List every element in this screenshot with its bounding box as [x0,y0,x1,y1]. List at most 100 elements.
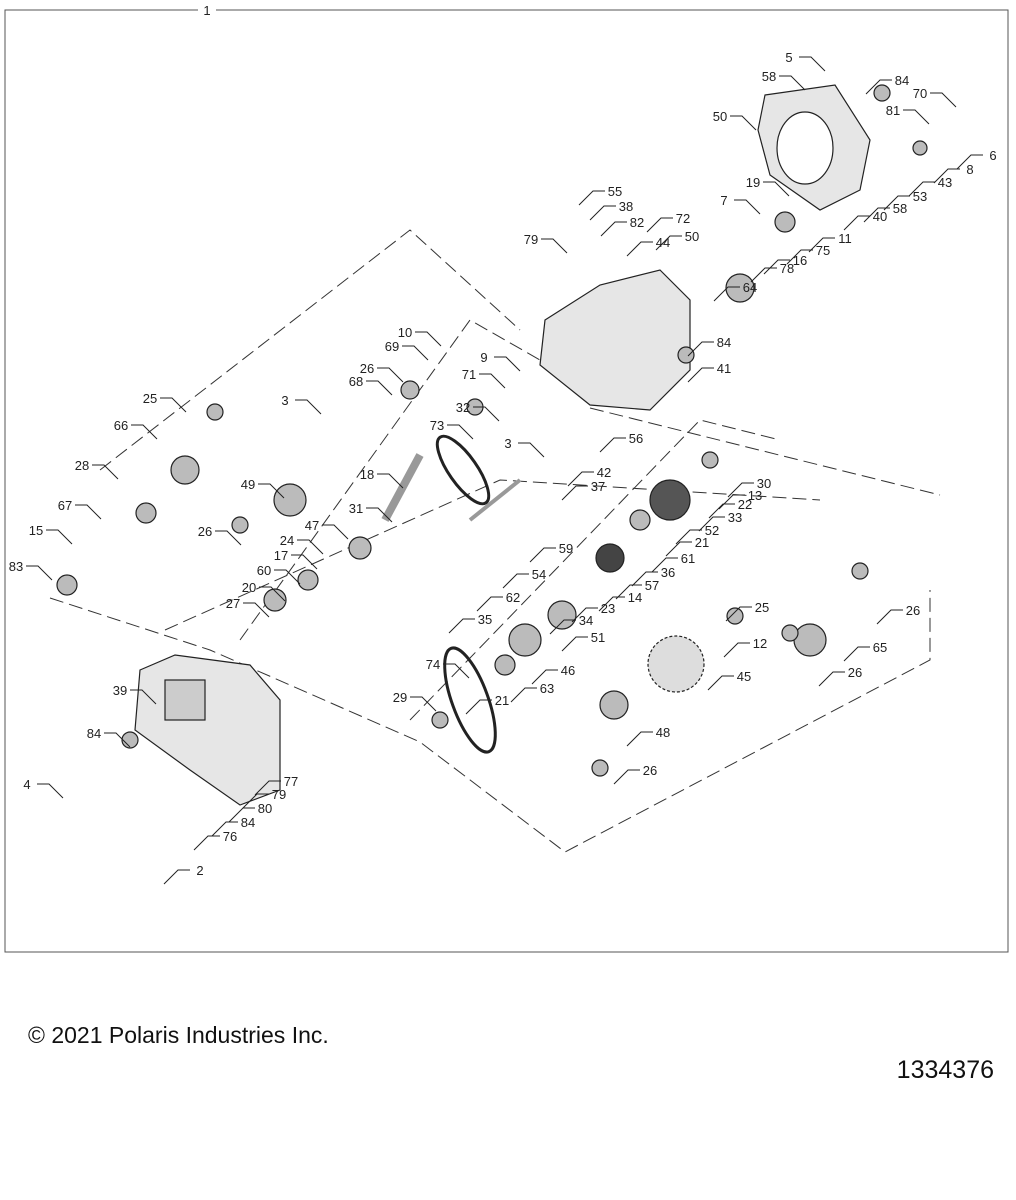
leader-line [228,807,255,823]
leader-line [193,835,220,851]
leader-line [561,636,588,652]
parts-drawing [56,84,928,806]
callout-88: 26 [613,763,657,785]
callout-number: 36 [661,565,675,580]
callout-number: 11 [838,231,852,246]
callout-number: 79 [272,787,286,802]
callout-0: 5 [785,50,826,72]
callout-87: 48 [626,725,670,747]
callout-number: 26 [848,665,862,680]
callout-number: 84 [717,335,731,350]
callout-number: 62 [506,590,520,605]
leader-line [104,732,131,748]
callout-10: 58 [863,201,907,223]
leader-line [818,671,845,687]
leader-line [613,769,640,785]
callout-number: 2 [196,863,203,878]
callout-51: 14 [598,590,642,612]
callout-number: 76 [223,829,237,844]
leader-line [713,286,740,302]
callout-19: 55 [578,184,622,206]
leader-line [615,584,642,600]
callout-number: 3 [281,393,288,408]
callout-number: 79 [524,232,538,247]
leader-line [707,675,734,691]
leader-line [366,507,393,523]
leader-line [92,464,119,480]
callout-7: 8 [933,162,974,184]
callout-39: 3 [504,436,545,458]
callout-number: 72 [676,211,690,226]
leader-line [479,373,506,389]
callout-12: 19 [746,175,790,197]
callout-number: 38 [619,199,633,214]
callout-44: 22 [708,497,752,519]
callout-number: 54 [532,567,546,582]
callout-number: 70 [913,86,927,101]
leader-line [665,541,692,557]
callout-2: 84 [865,73,909,95]
callout-95: 2 [163,863,204,885]
leader-line [903,109,930,125]
callout-35: 3 [281,393,322,415]
callout-number: 37 [591,479,605,494]
callout-6: 6 [956,148,997,170]
leader-line [410,696,437,712]
leader-line [808,237,835,253]
callout-61: 31 [349,501,393,523]
callout-74: 12 [723,636,767,658]
callout-59: 49 [241,477,285,499]
leader-line [502,573,529,589]
leader-line [727,482,754,498]
callout-number: 48 [656,725,670,740]
callout-67: 54 [502,567,546,589]
callout-number: 66 [114,418,128,433]
leader-line [415,331,442,347]
callout-number: 49 [241,477,255,492]
callout-number: 17 [274,548,288,563]
leader-line [541,238,568,254]
leader-line [366,380,393,396]
callout-14: 11 [808,231,852,253]
callout-number: 59 [559,541,573,556]
left-cover-housing [134,654,281,806]
callout-number: 45 [737,669,751,684]
leader-line [646,217,673,233]
callout-79: 46 [531,663,575,685]
leader-line [531,669,558,685]
callout-27: 69 [385,339,429,361]
callout-number: 19 [746,175,760,190]
callout-number: 13 [748,488,762,503]
leader-line [843,215,870,231]
leader-line [258,483,285,499]
callout-70: 27 [226,596,270,618]
callout-50: 57 [615,578,659,600]
callout-number: 77 [284,774,298,789]
callout-number: 5 [785,50,792,65]
callout-84: 39 [113,683,157,705]
leader-line [750,267,777,283]
leader-line [297,539,324,555]
callout-number: 56 [629,431,643,446]
leader-line [843,646,870,662]
leader-line [377,473,404,489]
callout-20: 38 [589,199,633,221]
leader-line [687,367,714,383]
callout-number: 22 [738,497,752,512]
callout-number: 61 [681,551,695,566]
callout-47: 21 [665,535,709,557]
leader-line [578,190,605,206]
callout-57: 15 [29,523,73,545]
callout-number: 41 [717,361,731,376]
callout-55: 28 [75,458,119,480]
callout-9: 53 [883,189,927,211]
leader-line [599,437,626,453]
leader-line [598,596,625,612]
callout-38: 56 [599,431,643,453]
callout-number: 43 [938,175,952,190]
callout-number: 26 [360,361,374,376]
callout-number: 63 [540,681,554,696]
callout-65: 17 [274,548,318,570]
callout-number: 55 [608,184,622,199]
leader-line [763,259,790,275]
